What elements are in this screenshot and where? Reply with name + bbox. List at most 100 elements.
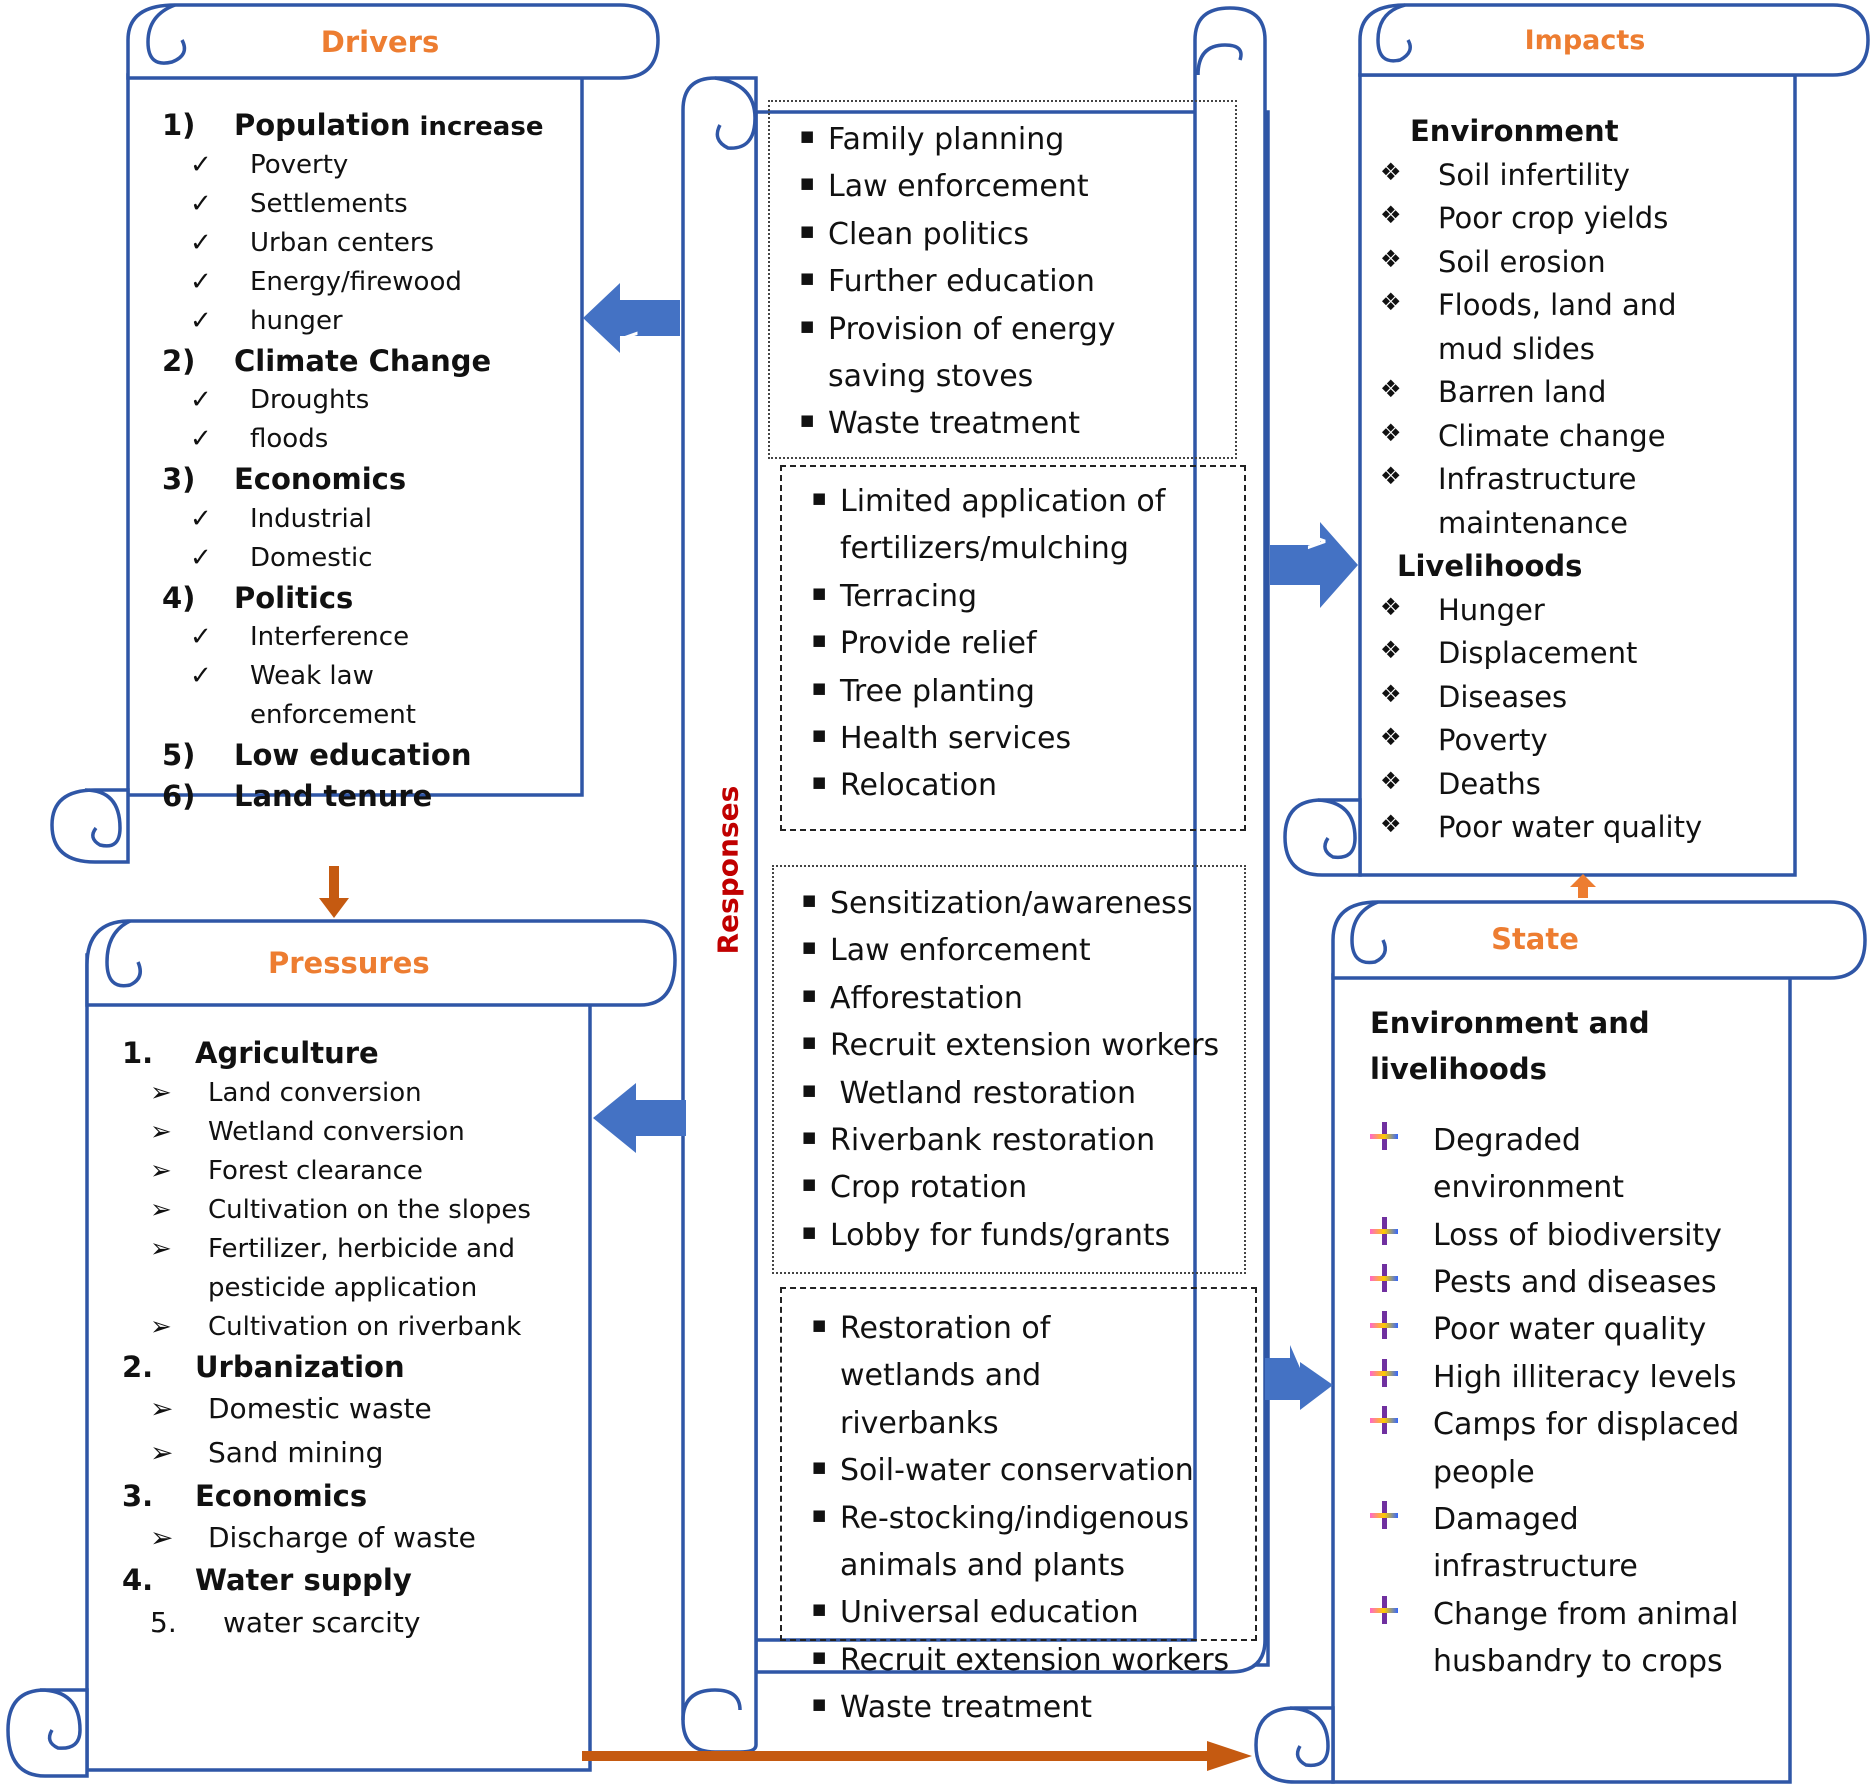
check-icon: ✓	[190, 188, 212, 219]
diamond-icon: ❖	[1380, 462, 1402, 490]
arrow-pressures-to-state	[582, 1741, 1252, 1771]
list-item: ■Limited application of fertilizers/mulc…	[812, 478, 1237, 573]
list-item: Degraded environment	[1433, 1122, 1625, 1206]
list-item: Forest clearance	[208, 1155, 423, 1186]
list-item: enforcement	[250, 700, 416, 731]
group-number: 5)	[162, 738, 196, 773]
plus-icon	[1370, 1117, 1433, 1212]
group-label-small: increase	[410, 112, 544, 142]
list-item: Floods, land and mud slides	[1438, 288, 1677, 366]
square-bullet: ■	[812, 1600, 827, 1619]
drivers-group-5: 5) Low education	[162, 735, 582, 776]
extra-number: 5.	[150, 1606, 177, 1640]
drivers-group-2: 2)Climate Change ✓Droughts ✓floods	[162, 341, 582, 460]
responses-list-4: ■Restoration of wetlands and riverbanks …	[812, 1305, 1252, 1732]
list-item: Deaths	[1438, 766, 1541, 801]
list-item: ■Recruit extension workers	[802, 1022, 1242, 1069]
square-bullet: ■	[800, 269, 815, 288]
group-label: Climate Change	[234, 343, 492, 378]
pressures-content: 1.Agriculture ➢Land conversion ➢Wetland …	[122, 1033, 582, 1645]
check-icon: ✓	[190, 385, 212, 416]
list-item: ■Terracing	[812, 573, 1237, 620]
responses-title: Responses	[711, 785, 745, 955]
list-item: Wetland conversion	[208, 1116, 465, 1147]
square-bullet: ■	[800, 411, 815, 430]
square-bullet: ■	[812, 1316, 827, 1334]
check-icon: ✓	[190, 149, 212, 180]
list-item: ■Law enforcement	[800, 163, 1230, 210]
list-item: water scarcity	[223, 1606, 421, 1640]
diamond-icon: ❖	[1380, 375, 1402, 403]
square-bullet: ■	[802, 1127, 817, 1146]
list-item: ■Riverbank restoration	[802, 1117, 1242, 1164]
arrow-state-to-impacts	[1570, 874, 1596, 898]
arrow-responses-to-drivers	[583, 283, 680, 353]
section-heading: Environment	[1410, 114, 1619, 148]
check-icon: ✓	[190, 424, 212, 455]
check-icon: ✓	[190, 503, 212, 534]
group-label: Politics	[234, 580, 354, 615]
responses-box-4	[780, 1287, 1257, 1641]
list-item: High illiteracy levels	[1433, 1359, 1737, 1395]
square-bullet: ■	[802, 1080, 817, 1099]
group-label: Low education	[234, 738, 472, 773]
arrowhead-icon: ➢	[150, 1077, 172, 1108]
list-item: Poverty	[1438, 723, 1548, 757]
list-item: Domestic	[250, 542, 373, 573]
arrowhead-icon: ➢	[150, 1436, 174, 1470]
group-label-main: Population	[234, 108, 411, 142]
group-label: Economics	[234, 462, 407, 497]
square-bullet: ■	[800, 127, 815, 145]
square-bullet: ■	[800, 221, 815, 240]
drivers-scroll	[50, 3, 660, 864]
list-item: ■Provision of energy saving stoves	[800, 306, 1230, 401]
list-item: Poor water quality	[1433, 1312, 1707, 1348]
check-icon: ✓	[190, 266, 212, 297]
check-icon: ✓	[190, 661, 212, 692]
check-icon: ✓	[190, 227, 212, 258]
list-item: floods	[250, 424, 329, 455]
group-number: 2.	[122, 1349, 154, 1384]
group-number: 3.	[122, 1478, 154, 1513]
list-item: ■Further education	[800, 258, 1230, 305]
left-arrow-glyph: <	[617, 322, 641, 355]
list-item: Poor crop yields	[1438, 201, 1669, 235]
square-bullet: ■	[812, 1695, 827, 1714]
check-icon: ✓	[190, 542, 212, 573]
plus-icon	[1370, 1496, 1433, 1591]
list-item: ■Clean politics	[800, 211, 1230, 258]
list-item: Loss of biodiversity	[1433, 1217, 1722, 1253]
square-bullet: ■	[812, 1458, 827, 1477]
impacts-scroll	[1283, 3, 1870, 877]
group-number: 6)	[162, 778, 196, 813]
list-item: Displacement	[1438, 636, 1638, 670]
list-item: ■Tree planting	[812, 668, 1237, 715]
square-bullet: ■	[812, 725, 827, 744]
diamond-icon: ❖	[1380, 288, 1402, 316]
diamond-icon: ❖	[1380, 723, 1402, 751]
list-item: Settlements	[250, 188, 408, 219]
diamond-icon: ❖	[1380, 418, 1402, 447]
drivers-group-3: 3)Economics ✓Industrial ✓Domestic	[162, 459, 582, 578]
list-item: Domestic waste	[208, 1392, 432, 1426]
arrow-drivers-to-pressures	[319, 866, 349, 918]
square-bullet: ■	[812, 773, 827, 792]
pressures-title: Pressures	[268, 946, 430, 980]
list-item: ■Provide relief	[812, 620, 1237, 667]
arrowhead-icon: ➢	[150, 1521, 174, 1555]
spacer	[162, 696, 250, 735]
list-item: ■Relocation	[812, 762, 1237, 809]
section-heading: Environment and livelihoods	[1370, 1006, 1650, 1087]
check-icon: ✓	[190, 305, 212, 336]
list-item: ■Afforestation	[802, 975, 1242, 1022]
list-item: Droughts	[250, 385, 370, 416]
arrowhead-icon: ➢	[150, 1155, 172, 1186]
arrowhead-icon: ➢	[150, 1311, 172, 1342]
list-item: Cultivation on the slopes	[208, 1194, 531, 1225]
group-number: 1.	[122, 1036, 154, 1070]
list-item: Poor water quality	[1438, 810, 1703, 844]
list-item: Interference	[250, 622, 410, 653]
list-item: ■Law enforcement	[802, 927, 1242, 974]
pressures-group-2: 2.Urbanization ➢Domestic waste ➢Sand min…	[122, 1347, 582, 1476]
pressures-group-3: 3.Economics ➢Discharge of waste	[122, 1476, 582, 1561]
